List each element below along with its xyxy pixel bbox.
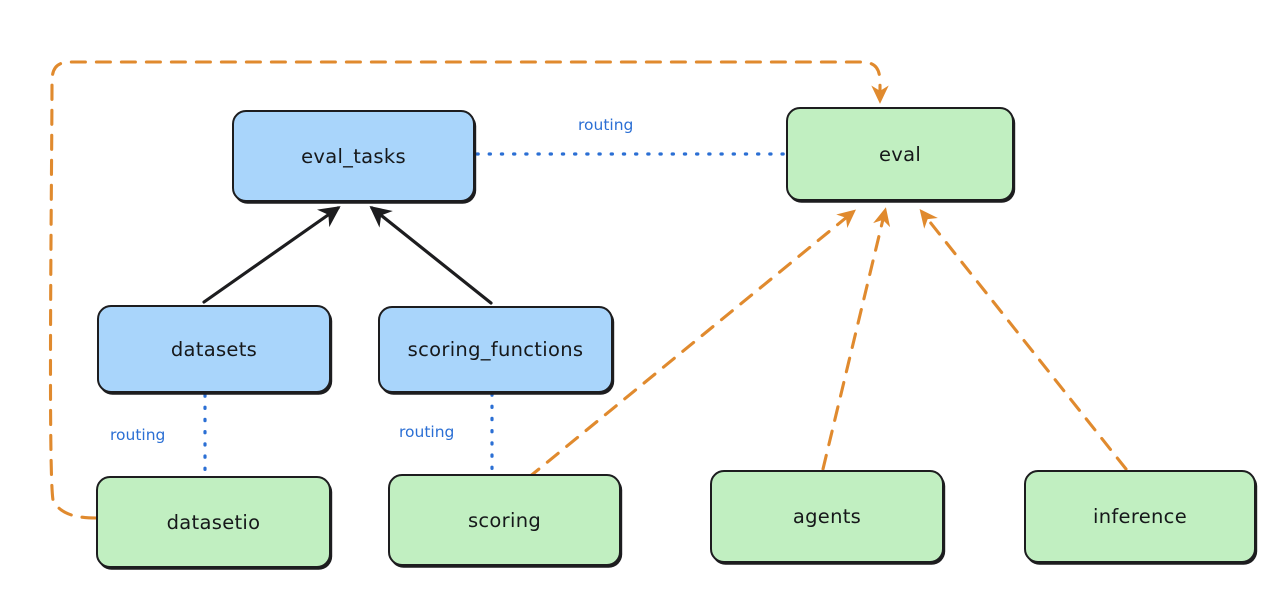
edge-scoring-functions-eval-tasks bbox=[369, 206, 493, 305]
edge-label-datasets-datasetio: routing bbox=[110, 426, 166, 444]
edge-label-scoring-functions-scoring: routing bbox=[399, 423, 455, 441]
node-label-eval-tasks: eval_tasks bbox=[301, 144, 406, 168]
node-eval[interactable]: eval bbox=[786, 107, 1014, 201]
node-datasetio[interactable]: datasetio bbox=[96, 476, 331, 568]
node-agents[interactable]: agents bbox=[710, 470, 944, 563]
node-label-scoring: scoring bbox=[467, 508, 542, 532]
edge-agents-eval bbox=[821, 207, 891, 471]
edge-label-eval-tasks-eval: routing bbox=[578, 116, 634, 134]
node-datasets[interactable]: datasets bbox=[97, 305, 331, 393]
edge-datasets-eval-tasks bbox=[202, 206, 341, 304]
node-inference[interactable]: inference bbox=[1024, 470, 1256, 563]
node-label-inference: inference bbox=[1092, 505, 1187, 528]
node-label-datasets: datasets bbox=[170, 337, 258, 361]
node-label-scoring-functions: scoring_functions bbox=[407, 338, 584, 361]
node-scoring[interactable]: scoring bbox=[388, 474, 621, 566]
node-label-agents: agents bbox=[792, 505, 862, 528]
node-eval-tasks[interactable]: eval_tasks bbox=[232, 110, 475, 202]
node-label-datasetio: datasetio bbox=[166, 510, 261, 534]
node-label-eval: eval bbox=[878, 142, 922, 166]
node-scoring-functions[interactable]: scoring_functions bbox=[378, 306, 613, 393]
edge-inference-eval bbox=[919, 208, 1128, 471]
